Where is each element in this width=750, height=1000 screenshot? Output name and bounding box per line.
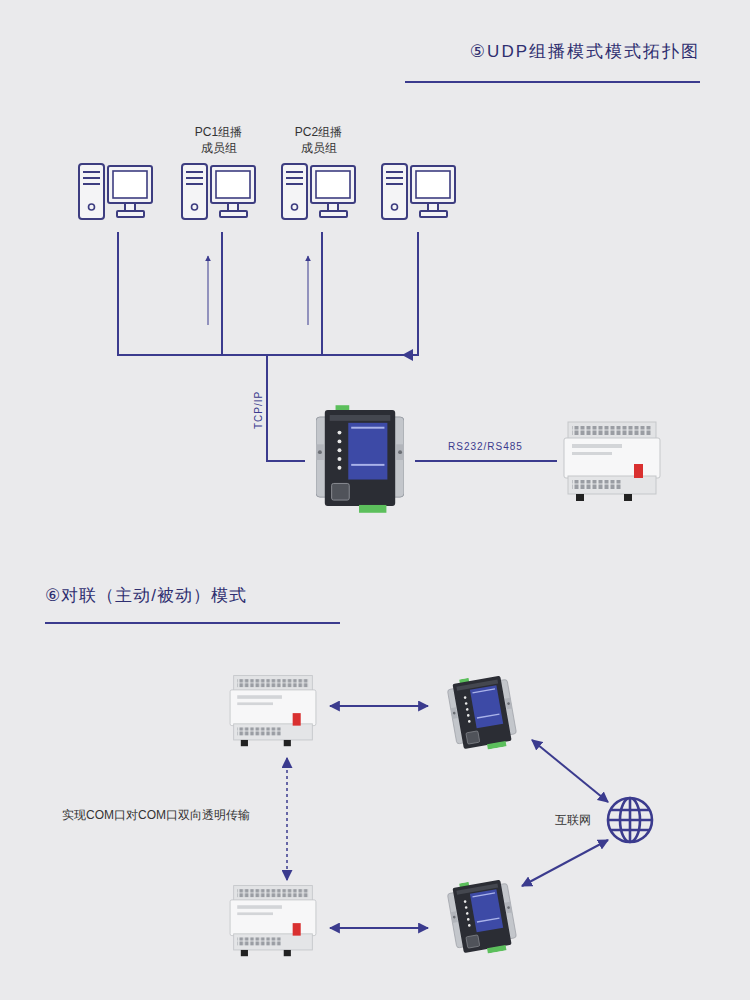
pc-icon (182, 164, 255, 219)
pc-node: PC1组播 成员组 (181, 124, 256, 221)
controller (564, 422, 660, 501)
bus-arrow (402, 349, 413, 361)
pc-node: PC2组播 成员组 (281, 124, 356, 221)
link-arrow (287, 706, 608, 928)
link-note: 实现COM口对COM口双向透明传输 (62, 807, 250, 824)
title-underline (405, 81, 700, 83)
link-arrow (330, 705, 428, 707)
link-arrow (532, 740, 608, 802)
diagram-title: ⑤UDP组播模式模式拓扑图 (470, 40, 700, 63)
globe-icon (610, 829, 649, 832)
link-arrow (286, 758, 288, 880)
serial-server (446, 671, 518, 754)
pc-icon (382, 164, 455, 219)
network-bus (417, 232, 419, 356)
link-arrow (330, 927, 428, 929)
title-underline (45, 622, 340, 624)
group-label: PC1组播 成员组 (191, 124, 247, 156)
controller (230, 886, 316, 957)
network-bus (221, 232, 223, 356)
network-bus (321, 232, 323, 356)
network-bus (267, 355, 305, 461)
pc-icon (282, 164, 355, 219)
interface-label: RS232/RS485 (448, 441, 523, 452)
pc-icon (79, 164, 152, 219)
serial-server (446, 671, 518, 754)
internet-node: 互联网 (555, 795, 655, 845)
pc-icon (281, 163, 356, 221)
globe-icon (608, 798, 652, 842)
serial-server (446, 875, 518, 958)
serial-server (446, 875, 518, 958)
controller (230, 676, 316, 747)
multicast-arrow (208, 256, 209, 325)
link-arrow (522, 840, 608, 886)
group-label: PC2组播 成员组 (291, 124, 347, 156)
serial-line (415, 460, 557, 462)
protocol-label: TCP/IP (253, 391, 264, 429)
network-bus (117, 232, 119, 356)
serial-server (316, 405, 404, 513)
pc-icon (181, 163, 256, 221)
internet-label: 互联网 (555, 812, 591, 829)
globe-icon (605, 795, 655, 845)
globe-icon (610, 809, 649, 812)
globe-icon (608, 819, 652, 822)
multicast-arrow (308, 256, 309, 325)
section-title: ⑥对联（主动/被动）模式 (45, 584, 247, 607)
